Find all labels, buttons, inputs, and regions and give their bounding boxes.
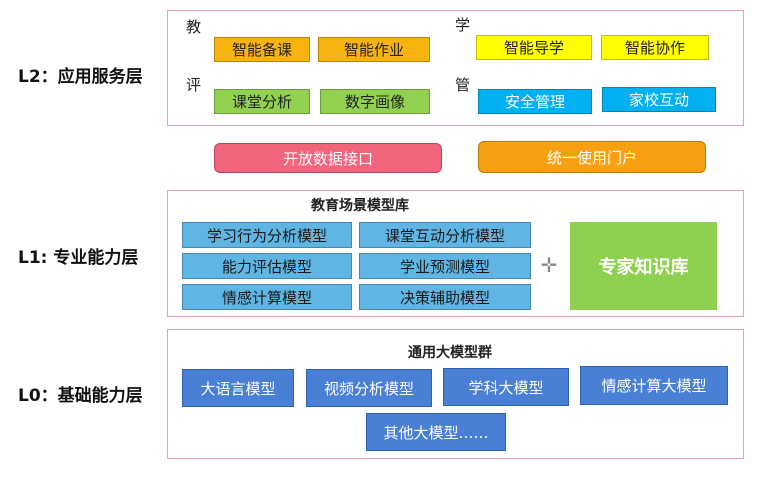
model-learning-behavior: 学习行为分析模型	[182, 222, 352, 248]
plus-icon: ✛	[540, 253, 558, 277]
app-safety-management: 安全管理	[478, 89, 592, 114]
model-video-analysis: 视频分析模型	[306, 369, 432, 407]
unified-portal: 统一使用门户	[478, 141, 706, 173]
cat-learn: 学	[455, 16, 471, 34]
app-classroom-analysis: 课堂分析	[214, 89, 310, 114]
layer-label-l1: L1: 专业能力层	[18, 248, 139, 268]
model-subject-large: 学科大模型	[443, 368, 569, 406]
model-ability-assessment: 能力评估模型	[182, 253, 352, 279]
layer-label-l0: L0：基础能力层	[18, 386, 143, 406]
model-others: 其他大模型……	[366, 413, 506, 451]
model-affective-computing: 情感计算模型	[182, 284, 352, 310]
cat-teach: 教	[186, 18, 202, 36]
l0-title: 通用大模型群	[408, 345, 492, 361]
open-data-interface: 开放数据接口	[214, 143, 442, 173]
l1-title: 教育场景模型库	[311, 198, 409, 214]
cat-manage: 管	[455, 76, 471, 94]
cat-eval: 评	[186, 76, 202, 94]
app-smart-lesson-prep: 智能备课	[214, 37, 310, 62]
model-affective-large: 情感计算大模型	[580, 366, 728, 405]
app-smart-collaboration: 智能协作	[601, 35, 709, 60]
app-smart-homework: 智能作业	[318, 37, 430, 62]
model-academic-prediction: 学业预测模型	[359, 253, 531, 279]
app-home-school-interaction: 家校互动	[602, 87, 716, 112]
model-large-language: 大语言模型	[182, 369, 294, 407]
model-decision-support: 决策辅助模型	[359, 284, 531, 310]
layer-label-l2: L2：应用服务层	[18, 67, 143, 87]
expert-knowledge-base: 专家知识库	[570, 222, 717, 310]
app-digital-portrait: 数字画像	[320, 89, 430, 114]
model-classroom-interaction: 课堂互动分析模型	[359, 222, 531, 248]
app-smart-guided-learning: 智能导学	[476, 35, 592, 60]
